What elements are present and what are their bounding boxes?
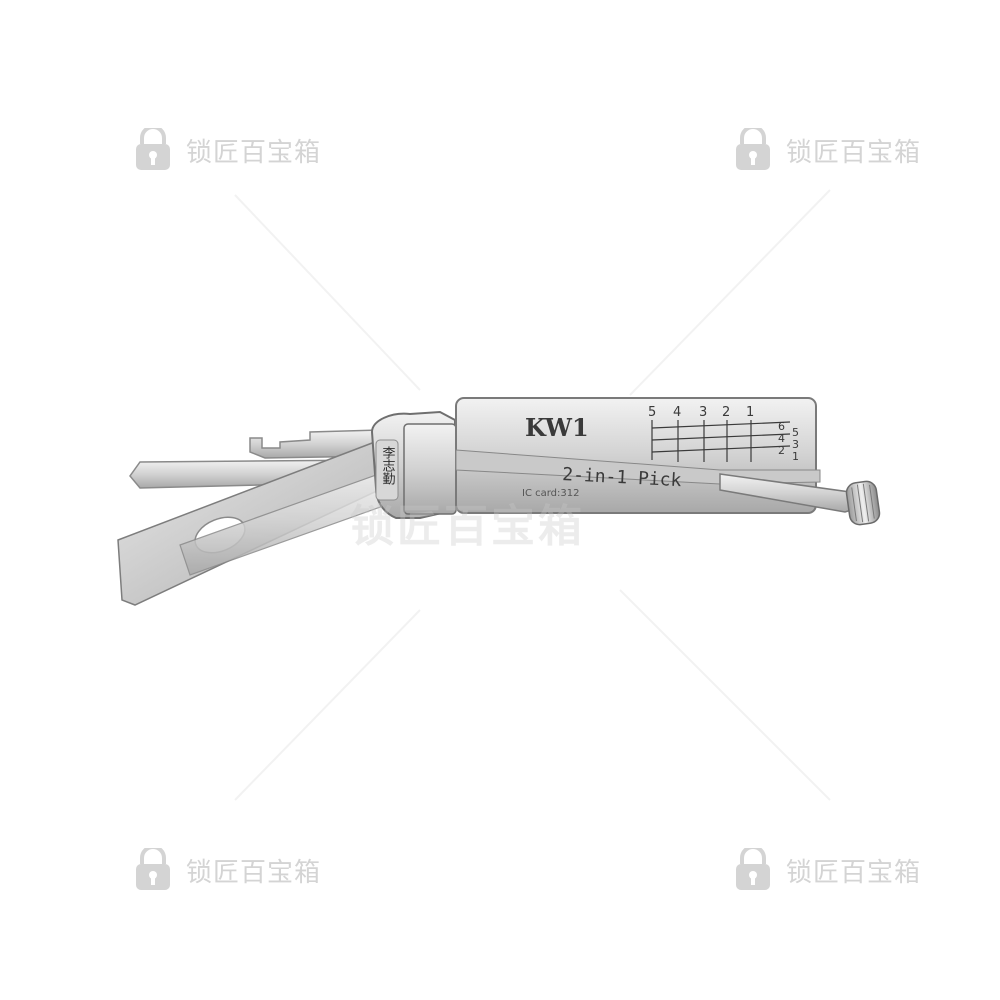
scale-side-4: 4 — [778, 432, 785, 445]
padlock-logo-icon — [136, 128, 170, 170]
watermark-top-right: 锁匠百宝箱 — [728, 128, 921, 172]
padlock-logo-icon — [736, 848, 770, 890]
scale-side-6: 6 — [778, 420, 785, 433]
scale-top-3: 3 — [699, 405, 707, 420]
scale-side-3: 3 — [792, 438, 799, 451]
scale-side-5: 5 — [792, 426, 799, 439]
brand-stamp: 李志勤 — [380, 446, 396, 486]
scale-side-2: 2 — [778, 444, 785, 457]
knurled-knob — [845, 480, 881, 526]
padlock-logo-icon — [736, 128, 770, 170]
scale-top-5: 5 — [648, 405, 656, 420]
scale-grid — [651, 420, 791, 462]
watermark-text: 锁匠百宝箱 — [186, 857, 322, 888]
scale-top-4: 4 — [673, 405, 681, 420]
watermark-text: 锁匠百宝箱 — [786, 857, 922, 888]
padlock-logo-icon — [136, 848, 170, 890]
watermark-text: 锁匠百宝箱 — [186, 137, 322, 168]
watermark-bottom-left: 锁匠百宝箱 — [128, 848, 321, 892]
pick-arm-upper — [249, 429, 383, 459]
scale-top-2: 2 — [722, 405, 730, 420]
ic-card-label: IC card:312 — [522, 488, 579, 499]
model-label: KW1 — [525, 413, 589, 442]
watermark-bottom-right: 锁匠百宝箱 — [728, 848, 921, 892]
scale-side-1: 1 — [792, 450, 799, 463]
scale-top-1: 1 — [746, 405, 754, 420]
watermark-center-logo: 锁匠百宝箱 — [350, 501, 585, 552]
watermark-top-left: 锁匠百宝箱 — [128, 128, 321, 172]
watermark-text: 锁匠百宝箱 — [786, 137, 922, 168]
